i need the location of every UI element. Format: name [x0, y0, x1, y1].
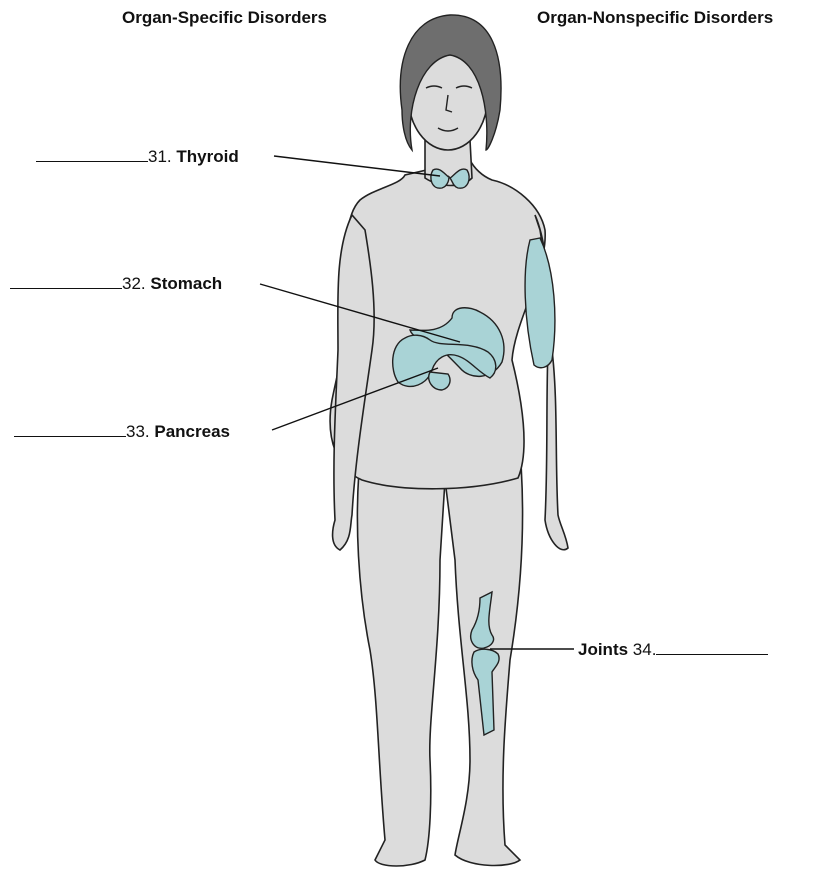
label-number-34: 34.: [633, 640, 657, 659]
label-thyroid: 31. Thyroid: [36, 147, 239, 167]
label-number-32: 32.: [122, 274, 146, 293]
arm-muscle-organ: [525, 238, 555, 368]
label-name-joints: Joints: [578, 640, 628, 659]
label-name-pancreas: Pancreas: [154, 422, 230, 441]
label-number-33: 33.: [126, 422, 150, 441]
answer-blank-32[interactable]: [10, 274, 122, 289]
label-name-thyroid: Thyroid: [176, 147, 238, 166]
label-name-stomach: Stomach: [150, 274, 222, 293]
thyroid-leader: [274, 156, 440, 176]
answer-blank-31[interactable]: [36, 147, 148, 162]
label-stomach: 32. Stomach: [10, 274, 222, 294]
body-silhouette: [330, 40, 568, 866]
label-number-31: 31.: [148, 147, 172, 166]
left-leg: [357, 440, 445, 866]
answer-blank-33[interactable]: [14, 422, 126, 437]
label-pancreas: 33. Pancreas: [14, 422, 230, 442]
answer-blank-34[interactable]: [656, 640, 768, 655]
label-joints: Joints 34.: [578, 640, 768, 660]
